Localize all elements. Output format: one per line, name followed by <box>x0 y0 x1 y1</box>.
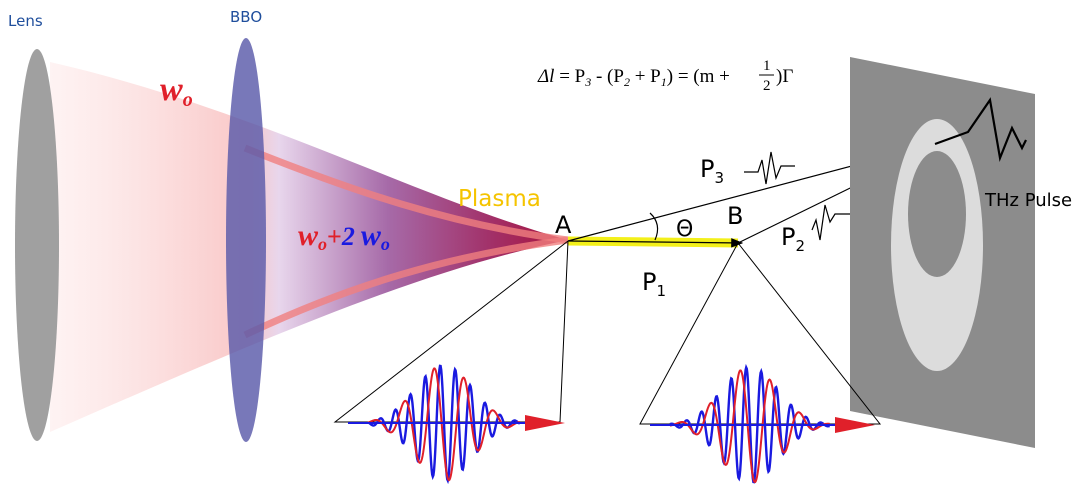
zoom-triangle-b <box>639 242 882 425</box>
bbo-crystal <box>226 38 266 442</box>
p1-label: P1 <box>642 268 666 300</box>
converging-beam <box>50 62 568 432</box>
omega-label: wo <box>160 71 193 111</box>
p2-pulse-icon <box>811 204 850 241</box>
thz-pulse-label: THz Pulse <box>984 190 1072 211</box>
blue-wave <box>367 364 521 485</box>
plasma-label: Plasma <box>458 186 541 212</box>
beam-edge-top <box>243 144 569 244</box>
wave-packet-b <box>650 363 875 484</box>
lens-label: Lens <box>8 12 43 30</box>
theta-label: Θ <box>676 217 693 242</box>
lens <box>15 49 59 441</box>
point-a-label: A <box>555 211 572 239</box>
propagation-arrowhead <box>835 417 875 433</box>
point-b-label: B <box>727 202 743 230</box>
equation-fraction-numerator: 1 <box>763 58 771 74</box>
propagation-arrowhead <box>525 415 565 431</box>
path-difference-equation: Δl = P3 - (P2 + P1) = (m + <box>537 66 730 89</box>
theta-arc <box>649 212 659 241</box>
bbo-label: BBO <box>230 8 262 26</box>
beam-edge-bottom <box>243 236 569 339</box>
p2-label: P2 <box>781 223 805 255</box>
svg-text:wo: wo <box>160 71 193 111</box>
thz-pulse-waveform <box>934 97 1027 163</box>
p1-arrow <box>567 238 744 248</box>
red-wave <box>367 367 520 482</box>
svg-text:wo+2wo: wo+2wo <box>298 219 390 254</box>
wave-packet-a <box>348 364 565 485</box>
equation-fraction-denominator: 2 <box>763 78 771 94</box>
red-wave <box>669 369 830 484</box>
thz-ring-inner <box>908 151 966 277</box>
blue-wave <box>669 363 830 484</box>
p3-label: P3 <box>700 155 724 187</box>
p3-pulse-icon <box>744 151 795 185</box>
equation-gamma: )Γ <box>776 66 793 87</box>
